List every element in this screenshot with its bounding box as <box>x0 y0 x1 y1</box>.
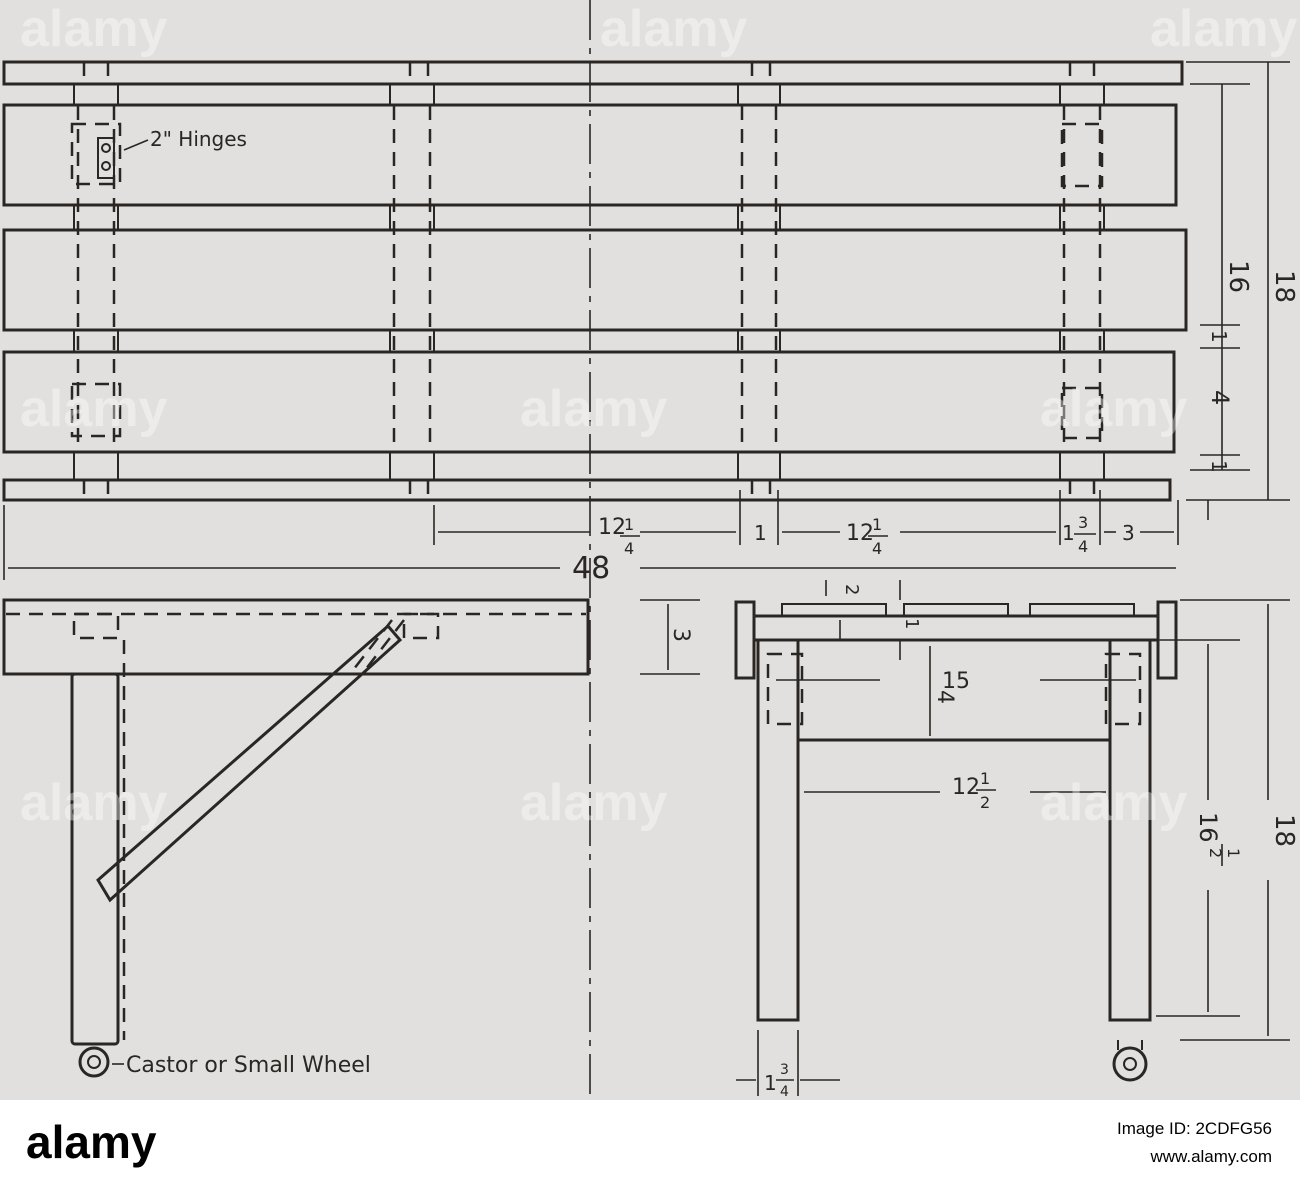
dim-1-3-4-den: 4 <box>1078 537 1088 556</box>
leg-dim-den: 4 <box>780 1084 789 1100</box>
end-top-rail <box>752 614 1160 642</box>
end-leg-right <box>1108 638 1152 1022</box>
slat-2 <box>2 228 1188 332</box>
dim-16: 16 <box>1223 260 1253 293</box>
leg-dim-num: 3 <box>780 1062 789 1078</box>
watermarks: alamy alamy alamy alamy alamy alamy alam… <box>20 0 1298 832</box>
watermark: alamy <box>520 380 668 438</box>
castor-wheel-left <box>78 1046 110 1078</box>
watermark: alamy <box>600 0 748 58</box>
dim-18-bottom: 18 <box>1269 814 1299 847</box>
dim-12-1-2-num: 1 <box>980 769 990 788</box>
dim-1-b: 1 <box>1207 460 1231 473</box>
dim-12-b-num: 1 <box>872 515 882 534</box>
dim-12-1-2-whole: 12 <box>952 775 980 800</box>
dim-1-mid: 1 <box>754 521 767 545</box>
watermark: alamy <box>20 774 168 832</box>
watermark: alamy <box>1040 774 1188 832</box>
footer-image-id: Image ID: 2CDFG56 <box>1117 1119 1272 1138</box>
watermark: alamy <box>1150 0 1298 58</box>
technical-drawing: 2" Hinges 18 16 1 4 1 <box>0 0 1300 1100</box>
dim-16-1-2-num: 1 <box>1224 848 1243 858</box>
hinge-label: 2" Hinges <box>150 127 247 151</box>
dim-1-3-4-whole: 1 <box>1062 521 1075 545</box>
dim-1-3-4-num: 3 <box>1078 513 1088 532</box>
dim-3-side: 3 <box>668 628 693 642</box>
dim-4: 4 <box>1206 390 1234 405</box>
bottom-rail <box>2 478 1172 502</box>
dim-half-top: 2 <box>841 584 862 595</box>
dim-12-a-num: 1 <box>624 515 634 534</box>
dim-12-1-2-den: 2 <box>980 793 990 812</box>
watermark: alamy <box>20 0 168 58</box>
spacing-dimensions <box>433 490 1179 545</box>
dim-16-1-2-whole: 16 <box>1194 812 1222 843</box>
end-leg-left <box>756 638 800 1022</box>
hinge-right-top <box>1060 122 1104 188</box>
end-elevation: 3 2 1 4 15 12 1 2 16 1 2 18 1 <box>640 580 1299 1100</box>
watermark: alamy <box>520 774 668 832</box>
footer-site: www.alamy.com <box>1149 1147 1272 1166</box>
slat-1 <box>2 103 1178 207</box>
castor-label: Castor or Small Wheel <box>126 1053 371 1078</box>
end-apron <box>796 638 1112 742</box>
castor-wheel-right <box>1112 1046 1148 1082</box>
plan-view: 2" Hinges 18 16 1 4 1 <box>2 0 1299 1100</box>
dim-15: 15 <box>942 669 970 694</box>
footer-logo: alamy <box>26 1116 157 1168</box>
dim-12-a-den: 4 <box>624 539 634 558</box>
side-elevation: Castor or Small Wheel <box>2 598 590 1078</box>
hinge-left-top <box>70 122 122 186</box>
hinge-left-bottom <box>70 382 122 438</box>
watermark: alamy <box>20 380 168 438</box>
leg-dim-whole: 1 <box>764 1071 777 1095</box>
dim-3-right: 3 <box>1122 521 1135 545</box>
footer-bar: alamy Image ID: 2CDFG56 www.alamy.com <box>0 1100 1300 1184</box>
hinge-leader <box>123 139 149 151</box>
dim-1-small: 1 <box>901 618 922 629</box>
dim-48: 48 <box>572 551 610 586</box>
dim-12-b-den: 4 <box>872 539 882 558</box>
cross-pieces <box>73 84 1105 480</box>
end-post-left <box>734 600 756 680</box>
dim-12-b-whole: 12 <box>846 521 874 546</box>
dim-18-top: 18 <box>1269 270 1299 303</box>
dim-1-a: 1 <box>1207 330 1231 343</box>
diagonal-brace <box>96 623 403 903</box>
dim-16-1-2-den: 2 <box>1206 848 1225 858</box>
top-rail <box>2 60 1184 86</box>
side-top-board <box>2 598 590 676</box>
dim-4-end: 4 <box>932 690 957 704</box>
slat-3 <box>2 350 1176 454</box>
watermark: alamy <box>1040 380 1188 438</box>
side-leg <box>70 672 120 1046</box>
